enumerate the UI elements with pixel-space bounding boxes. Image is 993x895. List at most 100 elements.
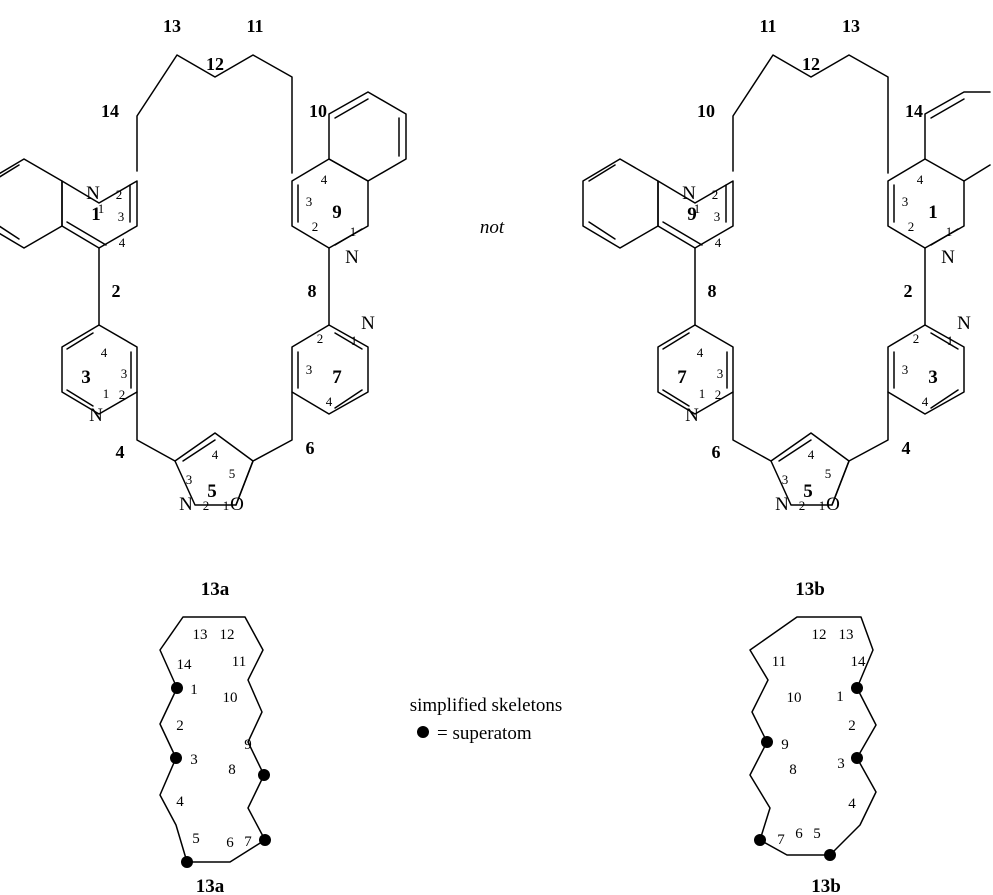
position-number: 1 <box>350 224 357 239</box>
nitrogen-atom: N <box>957 313 971 334</box>
skeleton-13a-outline <box>159 616 266 863</box>
structure-13b-position-numbers: 1 2 3 4 4 3 1 2 4 5 3 2 1 2 1 3 4 4 3 2 … <box>694 172 954 513</box>
position-number: 2 <box>317 331 324 346</box>
position-number: 1 <box>699 386 706 401</box>
ring-label: 5 <box>803 481 813 502</box>
ring-label: 3 <box>928 367 938 388</box>
position-number: 1 <box>98 201 105 216</box>
superatom-dot <box>259 834 271 846</box>
position-number: 2 <box>119 387 126 402</box>
position-number: 4 <box>321 172 328 187</box>
position-number: 4 <box>917 172 924 187</box>
ring-label: 3 <box>81 367 91 388</box>
skeleton-caption-13b: 13b <box>811 876 841 895</box>
position-number: 1 <box>946 224 953 239</box>
compound-label-13b: 13b <box>795 579 825 600</box>
skeleton-caption-13a: 13a <box>196 876 225 895</box>
structure-13b-ring-labels: 9 7 5 3 1 <box>677 202 938 502</box>
superatom-dot <box>171 682 183 694</box>
structure-13b-bonds <box>582 54 991 506</box>
skeleton-label: 1 <box>836 689 844 705</box>
position-number: 3 <box>717 366 724 381</box>
position-number: 3 <box>714 209 721 224</box>
skeleton-13a: 13 12 14 11 1 10 2 9 3 8 4 7 5 6 13a <box>159 616 271 895</box>
skeleton-label: 3 <box>837 756 845 772</box>
skeleton-label: 11 <box>232 654 246 670</box>
position-number: 2 <box>203 498 210 513</box>
chain-label: 12 <box>206 54 224 74</box>
ring-label: 7 <box>332 367 342 388</box>
skeleton-label: 13 <box>193 627 208 643</box>
position-number: 5 <box>229 466 236 481</box>
position-number: 4 <box>808 447 815 462</box>
skeleton-label: 11 <box>772 654 786 670</box>
nitrogen-atom: N <box>179 494 193 515</box>
superatom-dot <box>851 752 863 764</box>
structure-13a-position-numbers: 1 2 3 4 4 3 1 2 4 5 3 2 1 2 1 3 4 4 3 2 … <box>98 172 358 513</box>
position-number: 2 <box>712 187 719 202</box>
superatom-dot <box>258 769 270 781</box>
skeleton-label: 1 <box>190 682 198 698</box>
nitrogen-atom: N <box>89 405 103 426</box>
position-number: 2 <box>715 387 722 402</box>
position-number: 4 <box>101 345 108 360</box>
position-number: 2 <box>908 219 915 234</box>
superatom-dot <box>170 752 182 764</box>
structure-13a-ring-labels: 1 3 5 7 9 <box>81 202 342 502</box>
skeleton-13b-outline <box>749 616 877 856</box>
position-number: 3 <box>306 362 313 377</box>
superatom-dot <box>181 856 193 868</box>
not-connector: not <box>480 217 505 238</box>
skeleton-label: 2 <box>176 718 184 734</box>
position-number: 4 <box>922 394 929 409</box>
linker-label: 4 <box>902 438 911 458</box>
legend-definition: = superatom <box>437 723 532 744</box>
skeleton-label: 10 <box>223 690 238 706</box>
position-number: 1 <box>947 333 954 348</box>
skeleton-label: 6 <box>795 826 803 842</box>
chain-label: 10 <box>697 101 715 121</box>
linker-label: 2 <box>904 281 913 301</box>
position-number: 1 <box>351 333 358 348</box>
skeleton-label: 8 <box>789 762 797 778</box>
legend-title: simplified skeletons <box>410 695 563 716</box>
linker-label: 6 <box>712 442 721 462</box>
linker-label: 4 <box>116 442 125 462</box>
chain-label: 13 <box>163 16 181 36</box>
skeleton-label: 4 <box>848 796 856 812</box>
chain-label: 14 <box>905 101 923 121</box>
structure-13b-atoms: N N N O N N <box>682 183 971 515</box>
chain-label: 13 <box>842 16 860 36</box>
chain-label: 12 <box>802 54 820 74</box>
nitrogen-atom: N <box>682 183 696 204</box>
position-number: 2 <box>116 187 123 202</box>
ring-label: 1 <box>928 202 938 223</box>
skeleton-label: 4 <box>176 794 184 810</box>
skeleton-label: 7 <box>244 834 252 850</box>
skeleton-label: 9 <box>781 737 789 753</box>
skeleton-label: 10 <box>787 690 802 706</box>
nitrogen-atom: N <box>86 183 100 204</box>
ring-label: 1 <box>91 204 101 225</box>
skeleton-label: 2 <box>848 718 856 734</box>
position-number: 3 <box>902 194 909 209</box>
structure-13a-atoms: N N N O N N <box>86 183 375 515</box>
nitrogen-atom: N <box>941 247 955 268</box>
skeleton-label: 5 <box>813 826 821 842</box>
position-number: 3 <box>306 194 313 209</box>
superatom-dot <box>824 849 836 861</box>
nitrogen-atom: N <box>361 313 375 334</box>
position-number: 2 <box>799 498 806 513</box>
position-number: 3 <box>121 366 128 381</box>
structure-13a: 14 13 12 11 10 2 4 6 8 1 3 5 7 9 N N N O… <box>0 16 407 600</box>
skeleton-label: 14 <box>851 654 867 670</box>
position-number: 4 <box>119 235 126 250</box>
superatom-legend-icon <box>417 726 429 738</box>
skeleton-label: 12 <box>812 627 827 643</box>
position-number: 3 <box>118 209 125 224</box>
chain-label: 14 <box>101 101 119 121</box>
ring-label: 5 <box>207 481 217 502</box>
skeleton-label: 13 <box>839 627 854 643</box>
ring-label: 9 <box>332 202 342 223</box>
position-number: 1 <box>223 498 230 513</box>
